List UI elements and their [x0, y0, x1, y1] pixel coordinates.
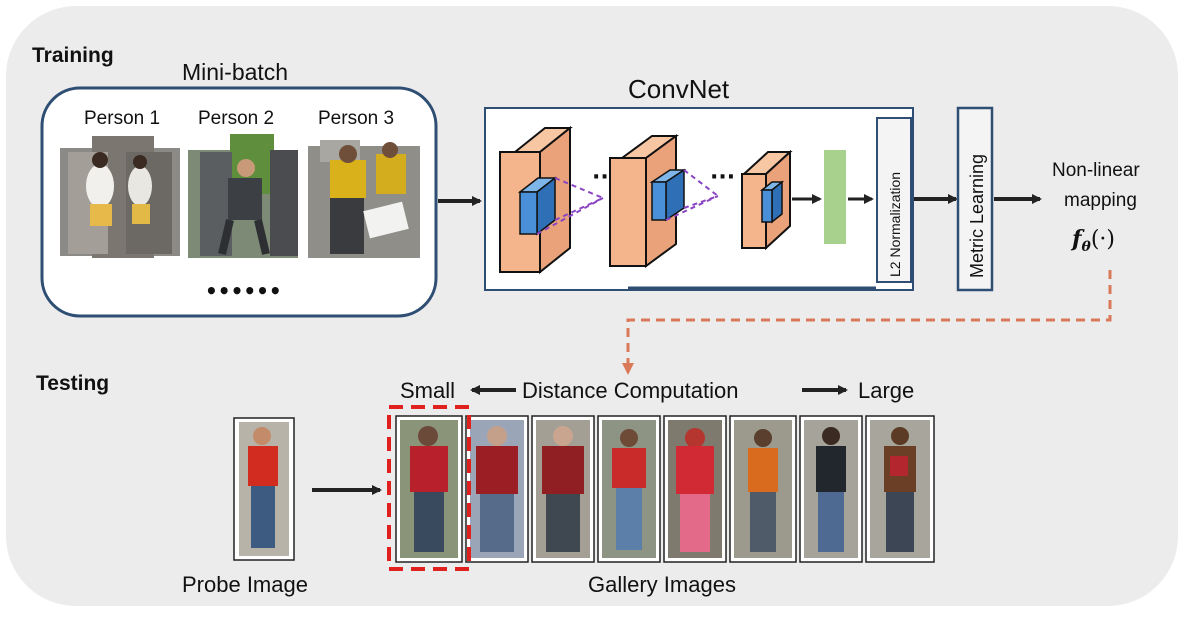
- conv-block-1: [499, 125, 604, 275]
- mapping-formula-symbol: f: [1070, 226, 1085, 252]
- probe-image-label: Probe Image: [182, 572, 308, 597]
- testing-label: Testing: [36, 372, 109, 395]
- person-1-label: Person 1: [84, 108, 160, 129]
- large-label: Large: [858, 378, 914, 403]
- training-label: Training: [32, 44, 114, 67]
- minibatch-ellipsis: ••••••: [205, 279, 282, 303]
- metric-learning-box: [956, 106, 994, 292]
- l2-normalization-label: L2 Normalization: [887, 172, 903, 277]
- gallery-image-8: [865, 415, 935, 563]
- gallery-image-5: [663, 415, 727, 563]
- gallery-image-2: [465, 415, 529, 563]
- person-3-image-stack: [308, 140, 420, 258]
- probe-image: [233, 417, 295, 561]
- mapping-formula: fθ(·): [1070, 226, 1115, 255]
- gallery-image-6: [729, 415, 797, 563]
- fc-layer: [824, 150, 846, 244]
- convnet-label: ConvNet: [628, 74, 730, 104]
- mapping-formula-subscript: θ: [1081, 239, 1091, 255]
- minibatch-label: Mini-batch: [182, 59, 288, 85]
- mapping-formula-argument: (·): [1091, 227, 1115, 252]
- small-label: Small: [400, 378, 455, 403]
- person-2-label: Person 2: [198, 108, 274, 129]
- person-2-image-stack: [188, 134, 298, 258]
- distance-computation-label: Distance Computation: [522, 378, 738, 403]
- gallery-image-7: [799, 415, 863, 563]
- gallery-images-label: Gallery Images: [588, 572, 736, 597]
- conv-block-3: [741, 149, 793, 251]
- person-3-label: Person 3: [318, 108, 394, 129]
- conv-block-2: [609, 134, 719, 268]
- person-1-image-stack: [60, 136, 180, 258]
- mapping-line-1: Non-linear: [1052, 160, 1140, 181]
- top-match-highlight: [387, 405, 471, 571]
- gallery-image-4: [597, 415, 661, 563]
- conv-dots-2: ···: [710, 165, 735, 190]
- gallery-image-1: [395, 415, 463, 563]
- dashed-connector-mapping-to-distance: [622, 270, 1112, 375]
- mapping-line-2: mapping: [1064, 190, 1137, 211]
- metric-learning-label: Metric Learning: [967, 154, 987, 278]
- l2-normalization-box: [876, 117, 912, 283]
- gallery-image-3: [531, 415, 595, 563]
